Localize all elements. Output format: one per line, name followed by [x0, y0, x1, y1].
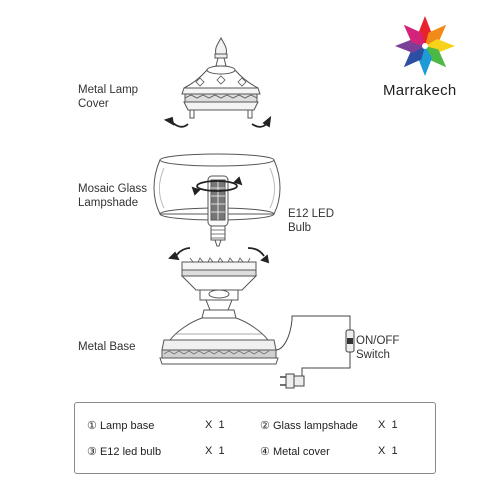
rotate-arrow-icon: [168, 247, 270, 264]
part-number: ②: [260, 420, 270, 432]
qty-multiplier: X: [205, 445, 213, 457]
part-item-lamp-base: ① Lamp base: [87, 419, 154, 432]
part-name: Metal cover: [272, 446, 330, 458]
label-line: Cover: [78, 98, 109, 110]
label-on-off-switch: ON/OFF Switch: [356, 334, 399, 362]
label-line: E12 LED: [288, 208, 335, 220]
logo-petal: [403, 24, 425, 46]
label-line: Switch: [356, 349, 390, 361]
part-name: Lamp base: [99, 420, 155, 432]
qty-multiplier: X: [378, 445, 386, 457]
label-line: ON/OFF: [356, 335, 400, 347]
label-e12-led-bulb: E12 LED Bulb: [288, 207, 334, 235]
e12-led-bulb: [207, 175, 229, 247]
part-item-metal-cover: ④ Metal cover: [260, 445, 330, 458]
on-off-switch: [345, 329, 355, 353]
label-line: Lampshade: [78, 197, 139, 209]
marrakech-logo-icon: [395, 16, 455, 76]
label-metal-lamp-cover: Metal Lamp Cover: [78, 83, 138, 111]
part-quantity: X 1: [378, 445, 398, 457]
power-cord: [275, 315, 351, 380]
part-name: E12 led bulb: [99, 446, 162, 458]
part-number: ④: [260, 446, 270, 458]
qty-value: 1: [218, 419, 225, 431]
label-line: Bulb: [288, 222, 312, 234]
logo-petal: [403, 46, 425, 68]
label-metal-base: Metal Base: [78, 341, 136, 353]
part-quantity: X 1: [205, 445, 225, 457]
qty-value: 1: [218, 445, 225, 457]
qty-value: 1: [391, 419, 398, 431]
label-line: Metal Lamp: [78, 84, 139, 96]
metal-lamp-cover: [181, 36, 261, 119]
part-item-e12-led-bulb: ③ E12 led bulb: [87, 445, 161, 458]
parts-list: ① Lamp base X 1 ② Glass lampshade X 1 ③ …: [74, 402, 436, 474]
brand-name: Marrakech: [383, 82, 457, 99]
part-number: ①: [87, 420, 97, 432]
part-item-glass-lampshade: ② Glass lampshade: [260, 419, 358, 432]
metal-base: [159, 257, 279, 365]
qty-multiplier: X: [205, 419, 213, 431]
part-quantity: X 1: [378, 419, 398, 431]
part-quantity: X 1: [205, 419, 225, 431]
part-number: ③: [87, 446, 97, 458]
twist-arrow-icon: [191, 176, 243, 196]
logo-petal: [425, 46, 447, 68]
plug-icon: [280, 373, 305, 389]
logo-petal: [425, 24, 447, 46]
logo-center: [422, 43, 428, 49]
qty-multiplier: X: [378, 419, 386, 431]
label-line: Mosaic Glass: [78, 183, 148, 195]
part-name: Glass lampshade: [272, 420, 358, 432]
qty-value: 1: [391, 445, 398, 457]
label-mosaic-glass-lampshade: Mosaic Glass Lampshade: [78, 182, 147, 210]
rotate-arrow-icon: [163, 115, 272, 128]
